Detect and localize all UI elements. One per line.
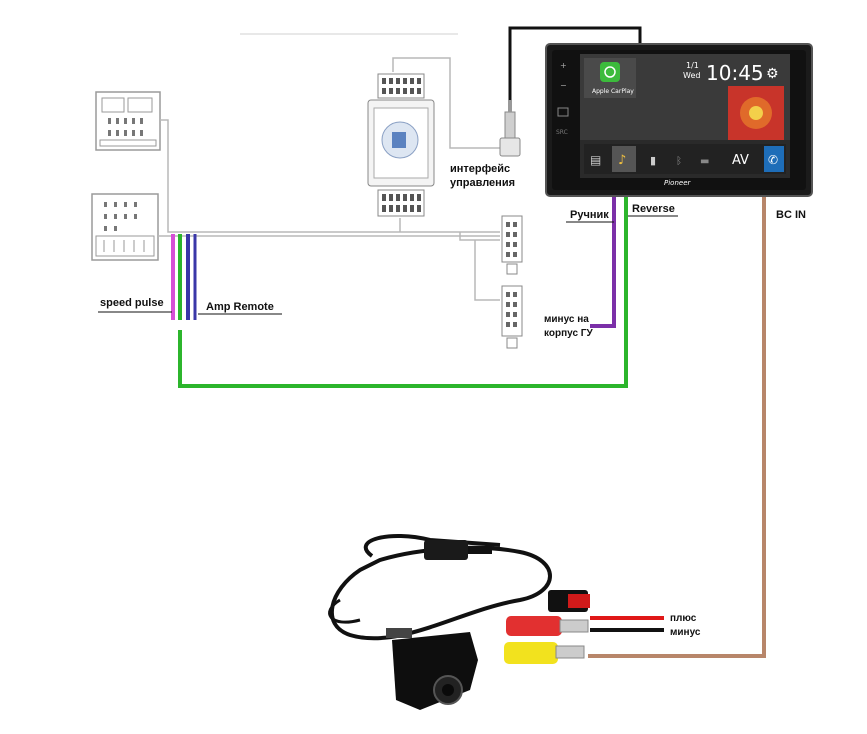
label-bc-in: BC IN [776, 209, 806, 221]
radio-icon: ▤ [590, 153, 601, 167]
head-unit: + − SRC Apple CarPlay 1/1 Wed 10:45 ⚙ ▤ … [545, 43, 813, 197]
label-minus: минус [670, 627, 701, 638]
bluetooth-icon: ᛒ [676, 156, 682, 167]
brown-bc-in-wire [588, 196, 766, 658]
svg-text:+: + [560, 61, 567, 70]
green-reverse-wire-run [178, 196, 628, 388]
label-interface-2: управления [450, 177, 515, 189]
date-bottom: Wed [683, 71, 700, 80]
gear-icon: ⚙ [766, 66, 779, 82]
phone-icon: ✆ [768, 153, 778, 167]
svg-text:−: − [560, 81, 567, 90]
label-reverse: Reverse [632, 203, 675, 215]
label-handbrake: Ручник [570, 209, 609, 221]
rear-camera [328, 533, 590, 710]
carplay-label: Apple CarPlay [592, 88, 634, 95]
label-interface-1: интерфейс [450, 163, 510, 175]
svg-text:SRC: SRC [556, 129, 568, 136]
usb-icon: ▮ [650, 154, 656, 167]
black-wire-jack [508, 26, 642, 100]
label-ground-2: корпус ГУ [544, 328, 593, 339]
music-icon: ♪ [618, 153, 626, 168]
clock-time: 10:45 [706, 61, 764, 85]
aux-icon: ▬ [700, 156, 709, 167]
date-top: 1/1 [686, 61, 699, 70]
steering-interface-module [367, 73, 435, 217]
small-connector-upper [501, 215, 523, 275]
carplay-icon [600, 62, 620, 82]
iso-connector-top [95, 91, 161, 151]
av-button: AV [732, 153, 749, 168]
jack-plug [499, 100, 521, 157]
label-plus: плюс [670, 613, 697, 624]
purple-handbrake-wire [590, 196, 616, 328]
small-connector-lower [501, 285, 523, 349]
label-speed-pulse: speed pulse [100, 297, 164, 309]
label-amp-remote: Amp Remote [206, 301, 274, 313]
gray-harness [158, 57, 500, 301]
label-ground-1: минус на [544, 314, 589, 325]
iso-connector-bottom [91, 193, 159, 261]
brand-logo: Pioneer [664, 179, 691, 187]
